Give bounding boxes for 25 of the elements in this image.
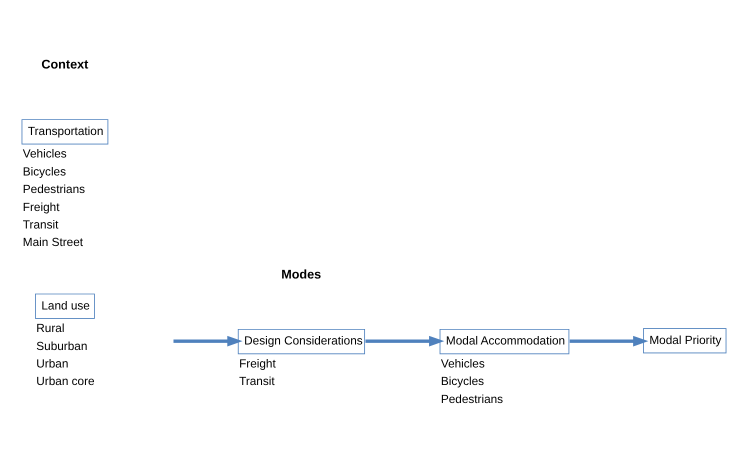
- node-box: Land use: [35, 294, 95, 319]
- node-label: Main Street: [22, 236, 84, 250]
- node-box: Design Considerations: [238, 328, 366, 354]
- node-label: Urban core: [36, 375, 95, 388]
- node-box: Transportation: [22, 119, 108, 144]
- node-label: Suburban: [36, 340, 88, 353]
- label: Context: [41, 58, 88, 72]
- node-label: Transit: [239, 375, 275, 388]
- arrow: [365, 336, 444, 346]
- node-label: Urban: [36, 357, 68, 370]
- node-label: Freight: [239, 357, 276, 370]
- node-box: Modal Priority: [643, 328, 726, 354]
- node-label: Pedestrians: [440, 392, 504, 406]
- node-label: Vehicles: [440, 357, 485, 370]
- node-label: Pedestrians: [22, 183, 86, 196]
- arrow: [570, 336, 648, 346]
- node-label: Bicycles: [440, 375, 484, 388]
- arrow: [173, 336, 242, 346]
- node-box: Modal Accommodation: [440, 328, 570, 354]
- node-label: Bicycles: [22, 165, 66, 178]
- node-label: Vehicles: [22, 148, 67, 161]
- label: Modes: [281, 267, 322, 282]
- node-label: Transit: [22, 218, 58, 232]
- node-label: Rural: [36, 322, 64, 336]
- node-label: Freight: [22, 200, 60, 214]
